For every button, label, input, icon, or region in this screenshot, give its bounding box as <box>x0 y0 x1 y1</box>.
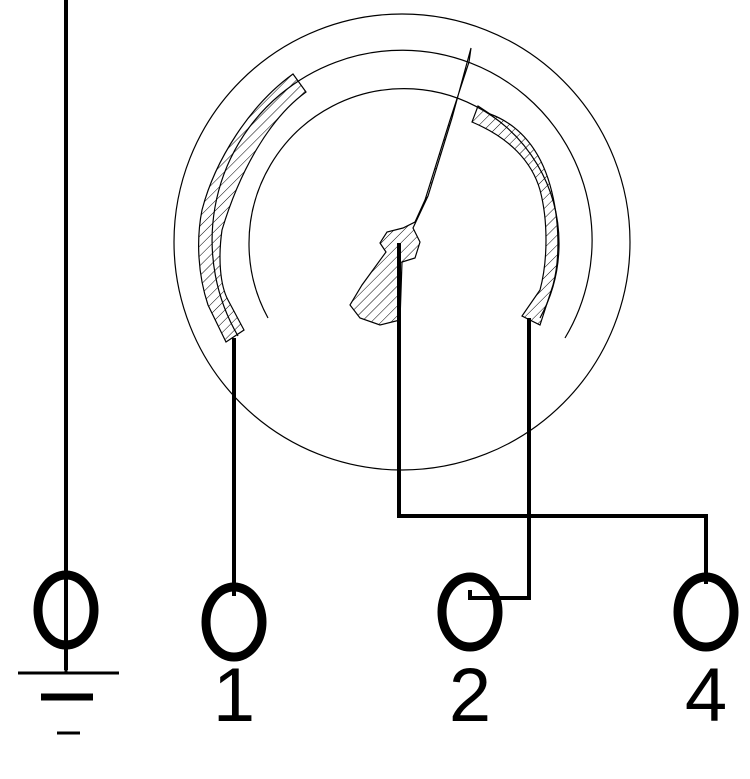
terminals <box>33 570 739 662</box>
outer-housing-circle <box>173 13 631 471</box>
terminal-4-circle <box>673 572 739 652</box>
wire-right-to-terminal-2 <box>468 318 531 600</box>
ground-symbol-icon <box>18 646 119 735</box>
wiper-needle <box>349 47 472 326</box>
left-resistive-element <box>198 73 307 343</box>
terminal-2-circle <box>437 572 503 652</box>
middle-track-arc <box>211 49 593 339</box>
terminal-1-circle <box>201 582 267 662</box>
inner-track-arc <box>248 88 560 319</box>
terminal-4-label: 4 <box>684 653 728 738</box>
terminal-2-label: 2 <box>448 653 492 738</box>
wire-wiper-to-terminal-4 <box>397 243 708 584</box>
terminal-ground-circle <box>33 570 99 650</box>
right-resistive-element <box>471 105 559 326</box>
terminal-1-label: 1 <box>212 653 256 738</box>
